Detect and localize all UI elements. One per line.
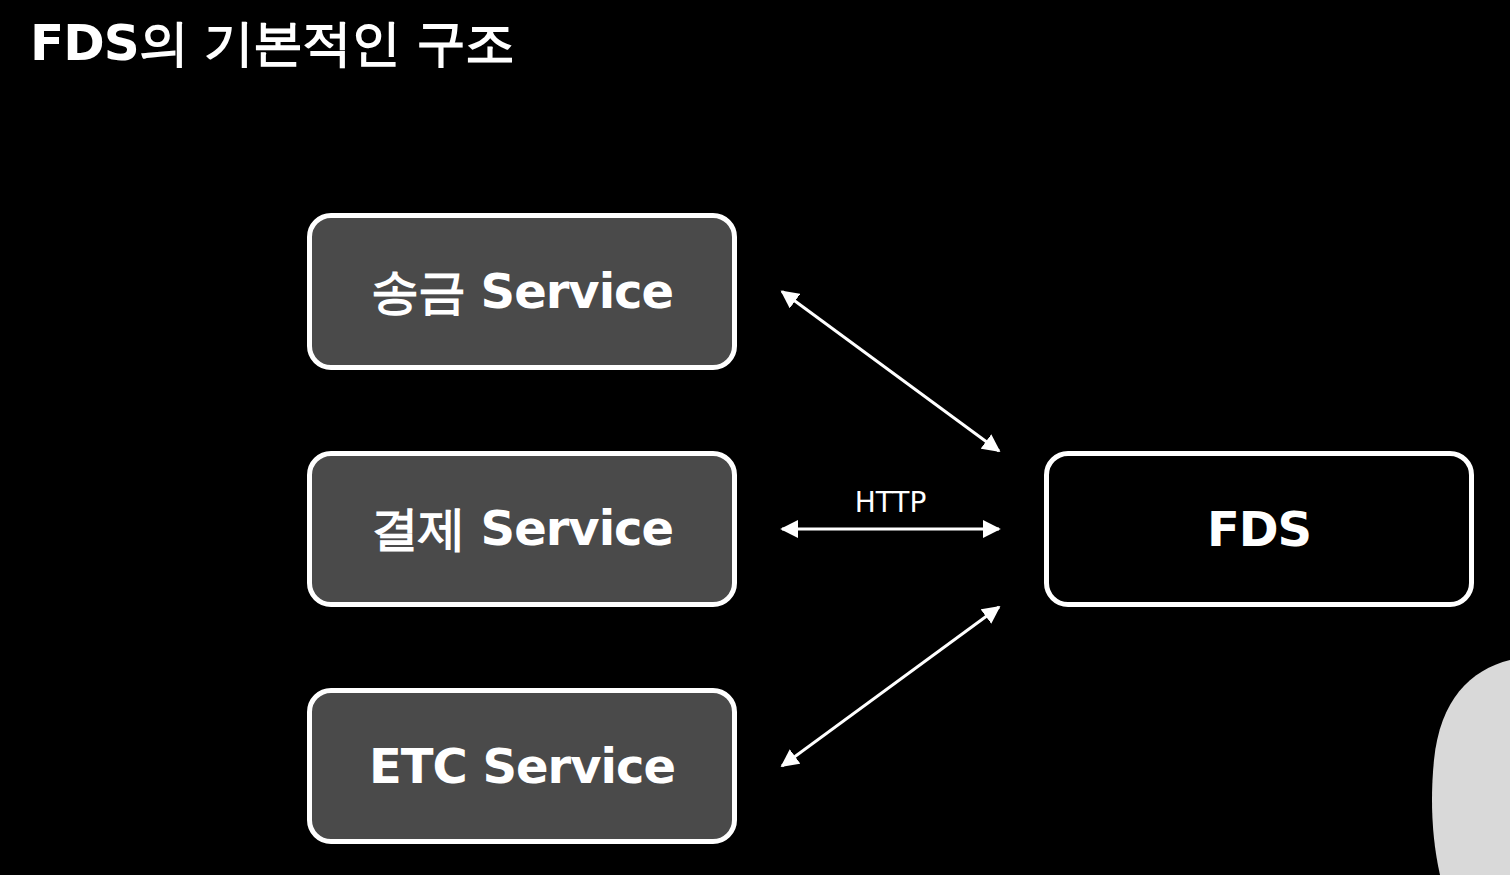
http-connector <box>782 607 999 766</box>
service-box: 송금 Service <box>307 213 737 370</box>
http-connector <box>782 292 999 452</box>
system-box: FDS <box>1044 451 1474 607</box>
node-label: ETC Service <box>369 738 675 794</box>
presenter-shoulder <box>1432 660 1510 875</box>
diagram-title: FDS의 기본적인 구조 <box>30 10 514 77</box>
node-label: 결제 Service <box>371 497 673 561</box>
node-label: 송금 Service <box>371 260 673 324</box>
service-box: ETC Service <box>307 688 737 844</box>
http-connector <box>782 528 999 531</box>
node-label: FDS <box>1207 501 1311 557</box>
service-box: 결제 Service <box>307 451 737 607</box>
edge-label: HTTP <box>855 486 927 519</box>
